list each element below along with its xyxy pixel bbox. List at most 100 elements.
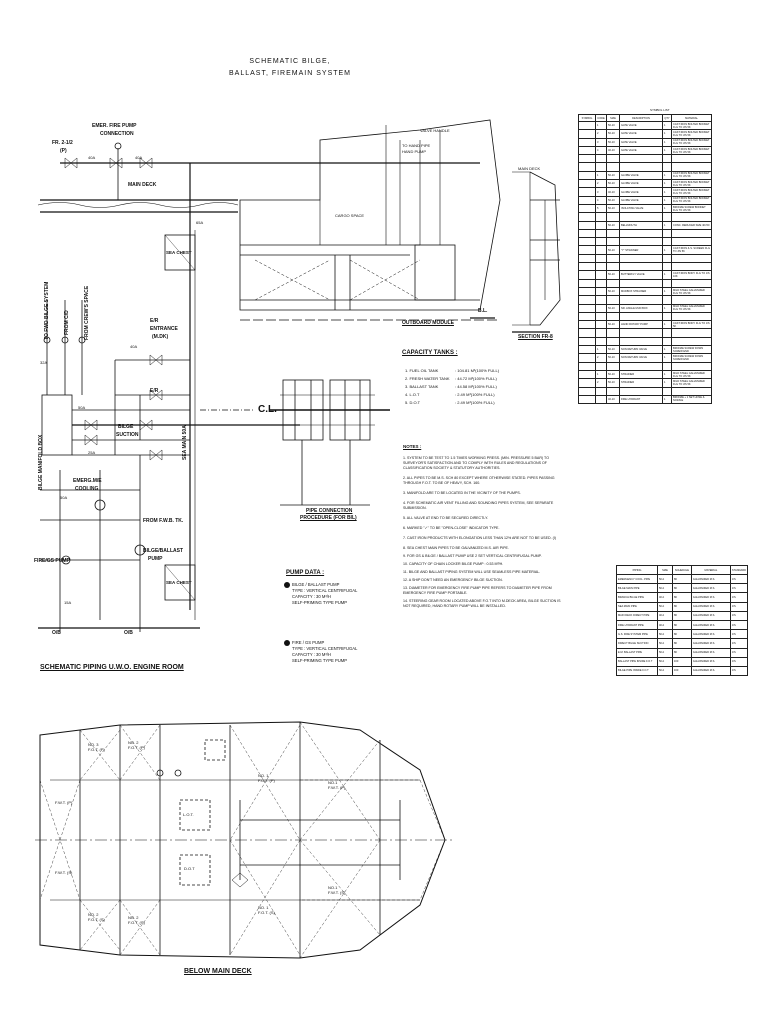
- pump-1-line: SELF-PRIMING TYPE PUMP: [292, 600, 348, 605]
- pipe-table-cell: JIS: [729, 573, 749, 585]
- symbol-list-cell: 2: [595, 129, 607, 139]
- col-header: MATERIAL: [671, 114, 712, 122]
- pipe-table-cell: JIS: [729, 629, 749, 640]
- symbol-list-cell: 1: [662, 195, 672, 205]
- tank-line: NO.1: [328, 780, 338, 785]
- symbol-list-cell: BRONZE SCREW BONNET FLG TO JIS 5K: [671, 203, 712, 214]
- pipe-table-cell: 50 A: [656, 573, 673, 585]
- symbol-list-cell: MILD STEEL GALVANIZED FLG TO JIS 5K: [671, 303, 712, 313]
- symbol-list-cell: GATE VALVE: [619, 145, 663, 156]
- symbol-list-cell: 1: [662, 145, 672, 156]
- symbol-list-cell: [671, 162, 712, 172]
- pipe-table-cell: GALVANIZED M.S.: [690, 629, 731, 640]
- symbol-list-cell: [595, 295, 607, 305]
- symbol-list-cell: 50-10: [606, 195, 620, 205]
- symbol-list-cell: [606, 228, 620, 239]
- symbol-list-cell: 1: [595, 344, 607, 355]
- symbol-list-cell: [619, 328, 663, 338]
- label-65a: 65A: [196, 220, 204, 225]
- tank-line: F.O.T. (P): [258, 778, 275, 783]
- pipe-table-cell: G.S. FIRE SYSTEM PIPE: [616, 629, 658, 640]
- symbol-list-cell: [619, 212, 663, 222]
- capacity-row: 2. FRESH WATER TANK : 44.72 M³(100% FULL): [405, 375, 499, 383]
- symbol-list-cell: [578, 303, 596, 313]
- symbol-list-cell: [595, 336, 607, 347]
- symbol-list-cell: CAST IRON BODY FLG TO JIS 10K: [671, 270, 712, 280]
- symbol-list-cell: NON RETURN VALVE: [619, 344, 663, 355]
- pipe-table-cell: EMERGENCY COOL. PIPE: [616, 573, 658, 585]
- symbol-list-cell: [578, 336, 596, 347]
- symbol-list-cell: 1: [662, 120, 672, 131]
- symbol-list-cell: 1: [662, 303, 672, 313]
- symbol-list-cell: [606, 295, 620, 305]
- symbol-list-cell: [595, 394, 607, 405]
- pipe-table-cell: 80: [671, 601, 692, 612]
- pipe-table-cell: SEA MAIN PIPE: [616, 601, 658, 612]
- symbol-list-cell: 1: [662, 170, 672, 181]
- symbol-list-cell: 1: [662, 353, 672, 363]
- capacity-row-value: : 104.81 M³(100% FULL): [455, 368, 500, 373]
- tank-line: NO. 2: [88, 912, 99, 917]
- pipe-table-cell: FIRE HYDRANT PIPE: [616, 619, 658, 631]
- note-item: 14. STEERING GEAR ROOM LOCATED ABOVE F.O…: [403, 599, 561, 608]
- symbol-list-cell: 50-10: [606, 353, 620, 363]
- symbol-list-row: [578, 162, 712, 172]
- symbol-list-cell: 1: [662, 320, 672, 330]
- note-item: 12. A SHIP DON'T NEED AN EMERGENCY BILGE…: [403, 578, 503, 582]
- engine-room-caption: SCHEMATIC PIPING U.W.O. ENGINE ROOM: [40, 664, 184, 671]
- symbol-list-cell: 50-10: [606, 344, 620, 355]
- symbol-list-cell: [619, 386, 663, 396]
- label-bilge-ballast-pump-1: BILGE/BALLAST: [143, 548, 183, 554]
- tank-line: F.O.T. (P): [88, 747, 105, 752]
- symbol-list-cell: [578, 154, 596, 164]
- symbol-list-cell: BRONZE SCREW DOWN SCREW END: [671, 353, 712, 363]
- symbol-list-cell: 1: [662, 137, 672, 147]
- notes-list: 1. SYSTEM TO BE TEST TO 1.5 TIMES WORKIN…: [403, 456, 563, 609]
- symbol-list-cell: [578, 145, 596, 156]
- tank-line: F.O.T. (S): [128, 920, 145, 925]
- symbol-list-cell: [578, 195, 596, 205]
- symbol-list-cell: [578, 237, 596, 247]
- symbol-list-cell: 1: [662, 344, 672, 355]
- col-header: CODE: [595, 114, 607, 122]
- drawing-title-line-1: SCHEMATIC BILGE,: [249, 58, 331, 65]
- label-cl: C.L.: [258, 404, 277, 415]
- pump-2-line: TYPE : VERTICAL CENTRIFUGAL: [292, 646, 358, 651]
- symbol-list-row: [578, 386, 712, 396]
- tank-line: F.W.T. (S): [55, 870, 73, 875]
- pipe-table-cell: JIS: [729, 665, 749, 677]
- note-item: 8. SEA CHEST MAIN PIPES TO BE GALVANIZED…: [403, 546, 509, 550]
- symbol-list-cell: 1: [662, 129, 672, 139]
- pump-1-line: CAPACITY : 30 M³/H: [292, 594, 331, 599]
- symbol-list-cell: [671, 262, 712, 272]
- symbol-list-cell: CAST IRON BOLTED BONNET FLG TO JIS 5K: [671, 187, 712, 197]
- symbol-list-cell: [619, 154, 663, 164]
- pipe-connection-caption-1: PIPE CONNECTION: [306, 508, 353, 514]
- label-to-hand-pipe-2: HAND PUMP: [402, 149, 427, 154]
- pipe-table-cell: 40 A: [656, 619, 673, 631]
- symbol-list-cell: [578, 212, 596, 222]
- pipe-table-cell: 160: [671, 665, 692, 677]
- symbol-list-cell: [595, 286, 607, 297]
- symbol-list-cell: [578, 378, 596, 388]
- symbol-list-cell: [578, 162, 596, 172]
- symbol-list-row: [578, 311, 712, 322]
- symbol-list-cell: [595, 320, 607, 330]
- pipe-table-cell: GALVANIZED M.S.: [690, 619, 731, 631]
- symbol-list-cell: [595, 278, 607, 288]
- symbol-list-cell: [595, 328, 607, 338]
- symbol-list-cell: 2: [595, 353, 607, 363]
- capacity-row-name: 2. FRESH WATER TANK: [405, 376, 450, 381]
- symbol-list-cell: GLOBE VALVE: [619, 179, 663, 189]
- capacity-row-value: : 44.72 M³(100% FULL): [455, 376, 497, 381]
- symbol-list-cell: [606, 262, 620, 272]
- label-fire-gs-pump: FIRE/GS PUMP: [34, 558, 70, 564]
